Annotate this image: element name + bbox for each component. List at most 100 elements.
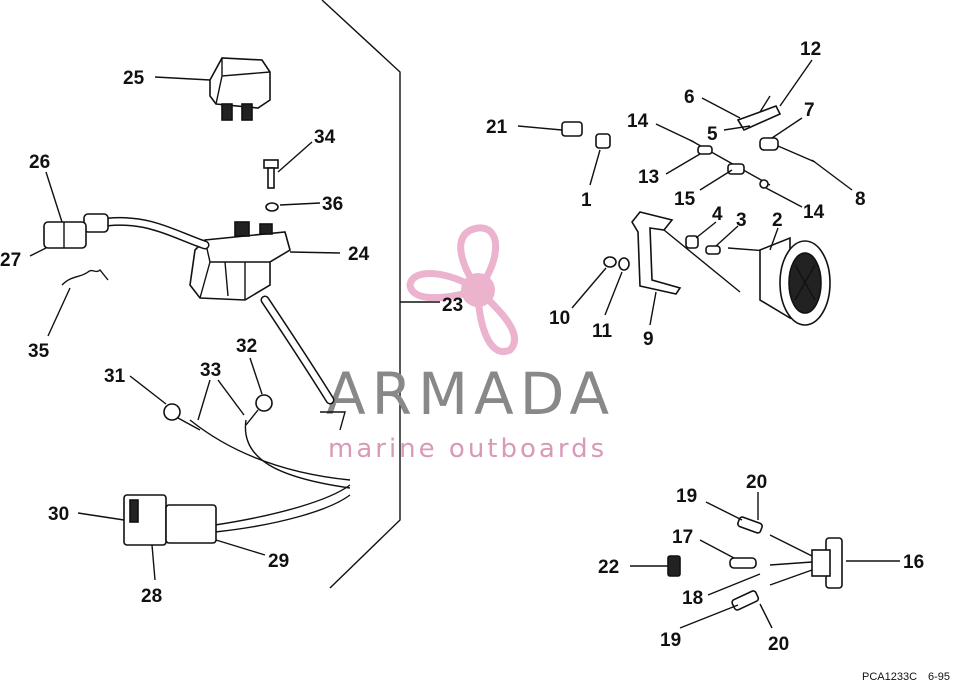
- leader-35: [47, 287, 71, 337]
- leader-33a: [197, 379, 211, 421]
- callout-34: 34: [314, 127, 336, 148]
- leader-10: [571, 267, 607, 309]
- relay-part: [209, 57, 271, 121]
- leader-36: [279, 202, 321, 206]
- leader-11: [604, 271, 623, 316]
- mounting-bracket-part: [631, 211, 741, 295]
- connector-30-part: [123, 494, 217, 546]
- callout-32: 32: [236, 336, 257, 357]
- leader-33b: [217, 379, 245, 416]
- leader-12: [779, 59, 813, 107]
- terminal-19-20-upper-part: [737, 516, 763, 534]
- leader-21: [517, 125, 563, 131]
- callout-14b: 14: [803, 202, 825, 223]
- callout-2: 2: [772, 210, 783, 231]
- callout-24: 24: [348, 244, 370, 265]
- callout-18: 18: [682, 588, 703, 609]
- callout-5: 5: [707, 124, 718, 145]
- watermark-brand: ARMADA: [326, 360, 615, 428]
- gauge-part: [727, 236, 831, 326]
- callout-19a: 19: [676, 486, 697, 507]
- leader-7: [771, 117, 803, 139]
- drawing-date: 6-95: [928, 671, 950, 683]
- bolt-part: [263, 159, 279, 189]
- callout-1: 1: [581, 190, 592, 211]
- callout-35: 35: [28, 341, 50, 362]
- callout-9: 9: [643, 329, 654, 350]
- connector-26-part: [43, 213, 109, 249]
- leader-26: [45, 171, 63, 223]
- ring-terminal-32-part: [245, 394, 273, 426]
- panel-outline: [321, 0, 401, 589]
- leader-29: [215, 539, 266, 556]
- callout-26: 26: [29, 152, 50, 173]
- callout-20b: 20: [768, 634, 789, 655]
- leader-6: [701, 97, 741, 119]
- callout-20a: 20: [746, 472, 767, 493]
- terminal-6-12-part: [736, 95, 782, 132]
- leader-18: [707, 573, 761, 596]
- watermark-tagline: marine outboards: [328, 434, 607, 464]
- leader-8: [811, 159, 853, 191]
- leader-34: [277, 141, 313, 173]
- nut-10-part: [603, 256, 617, 268]
- callout-29: 29: [268, 551, 289, 572]
- nut-4-part: [685, 235, 699, 249]
- connector-7-part: [759, 137, 816, 163]
- lamp-socket-part: [769, 534, 843, 589]
- callout-3: 3: [736, 210, 747, 231]
- callout-4: 4: [712, 204, 723, 225]
- drawing-code: PCA1233C: [862, 671, 917, 683]
- callout-12: 12: [800, 39, 821, 60]
- clip-part: [61, 268, 109, 286]
- callout-11: 11: [592, 321, 613, 342]
- washer-3-part: [705, 245, 721, 255]
- washer-11-part: [618, 257, 630, 271]
- bracket-21-part: [561, 121, 583, 137]
- leader-13: [665, 153, 701, 175]
- leader-15: [699, 169, 733, 191]
- leader-25: [154, 76, 211, 81]
- callout-23: 23: [442, 295, 463, 316]
- callout-27: 27: [0, 250, 21, 271]
- ring-terminal-31-part: [163, 403, 201, 431]
- leader-5: [723, 125, 751, 131]
- callout-21: 21: [486, 117, 508, 138]
- terminal-17-part: [729, 557, 757, 569]
- callout-25: 25: [123, 68, 145, 89]
- callout-13: 13: [638, 167, 659, 188]
- leader-28: [151, 544, 156, 581]
- callout-14a: 14: [627, 111, 649, 132]
- terminal-19-20-lower-part: [731, 590, 760, 611]
- wire-13-15-part: [689, 139, 771, 189]
- callout-33: 33: [200, 360, 221, 381]
- callout-22: 22: [598, 557, 619, 578]
- leader-3: [715, 225, 739, 247]
- callout-10: 10: [549, 308, 570, 329]
- callout-36: 36: [322, 194, 343, 215]
- leader-14a: [655, 123, 695, 143]
- callout-30: 30: [48, 504, 69, 525]
- leader-1: [589, 149, 601, 186]
- leader-24: [289, 251, 341, 254]
- switch-assembly-part: [189, 221, 291, 301]
- leader-19a: [705, 501, 743, 521]
- leader-31: [129, 375, 167, 405]
- plug-22-part: [667, 555, 681, 577]
- watermark-propeller-icon: [406, 224, 519, 355]
- leader-20b: [759, 603, 773, 629]
- callout-19b: 19: [660, 630, 681, 651]
- leader-4: [695, 221, 717, 239]
- leader-27: [29, 247, 47, 257]
- leader-2: [769, 227, 779, 251]
- washer-part: [265, 202, 279, 212]
- callout-8: 8: [855, 189, 866, 210]
- callout-17: 17: [672, 527, 693, 548]
- leader-30: [77, 512, 125, 521]
- leader-17: [699, 539, 735, 559]
- callout-16: 16: [903, 552, 924, 573]
- callout-6: 6: [684, 87, 695, 108]
- callout-15: 15: [674, 189, 696, 210]
- callout-31: 31: [104, 366, 126, 387]
